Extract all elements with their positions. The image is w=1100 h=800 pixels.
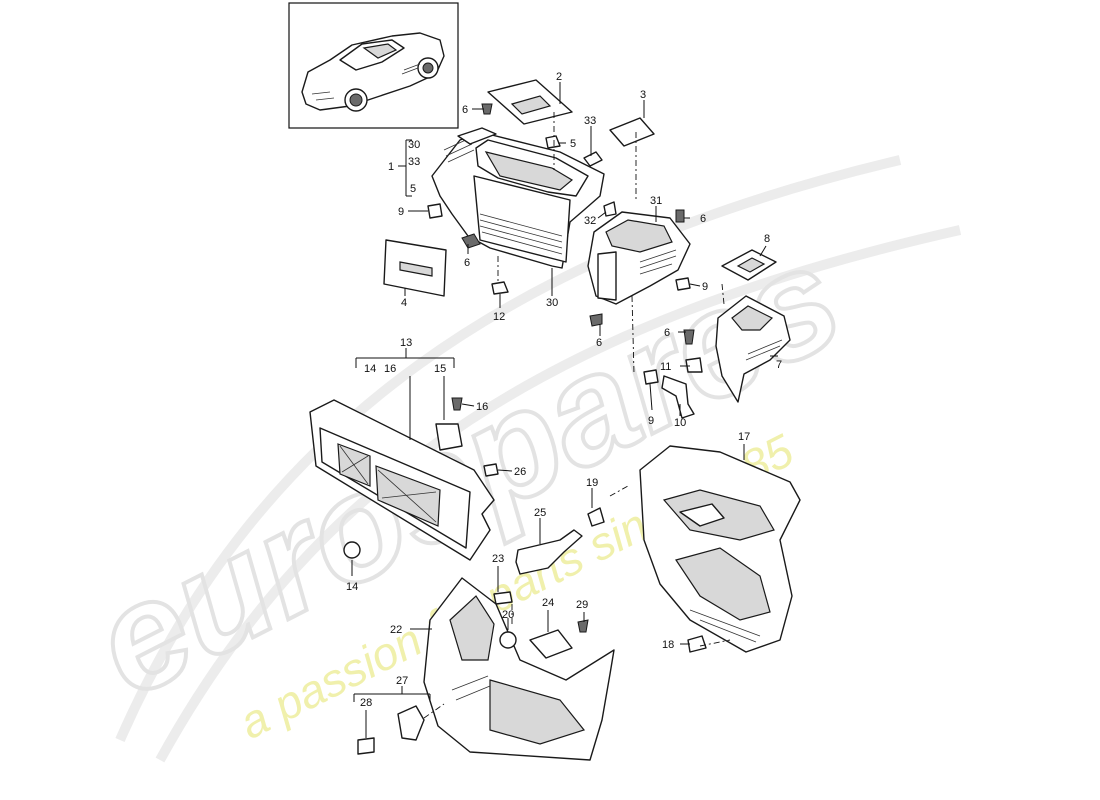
- car-illustration: [301, 32, 445, 112]
- callout-26: 26: [514, 466, 526, 478]
- callout-29: 29: [576, 599, 588, 611]
- bolt-23: [493, 591, 513, 605]
- cover-8-recess: [736, 257, 766, 273]
- module-24: [529, 629, 573, 659]
- clip-26: [483, 463, 499, 477]
- callout-18: 18: [662, 639, 674, 651]
- callout-9b: 9: [702, 281, 708, 293]
- bracket-10: [661, 375, 695, 419]
- floor-panel-13: [309, 399, 495, 561]
- clip-11: [685, 357, 703, 373]
- callout-10: 10: [674, 417, 686, 429]
- clip-9b: [675, 277, 691, 291]
- clip-9c: [643, 369, 659, 385]
- grommet-19: [587, 507, 605, 527]
- screw-6e: [683, 329, 695, 345]
- alignment-lines: [423, 112, 731, 719]
- callout-33a: 33: [584, 115, 596, 127]
- small-fasteners: [427, 103, 703, 385]
- callout-9a: 9: [398, 206, 404, 218]
- trim-module-31: [587, 211, 691, 305]
- screw-6c: [675, 209, 685, 223]
- cover-plate-3: [609, 117, 655, 147]
- callout-17: 17: [738, 431, 750, 443]
- knob-14: [343, 541, 361, 559]
- callout-1: 1: [388, 161, 394, 173]
- clip-32: [603, 201, 617, 217]
- callout-31: 31: [650, 195, 662, 207]
- callout-13: 13: [400, 337, 412, 349]
- screw-6b: [461, 233, 481, 249]
- callout-30a: 30: [408, 139, 420, 151]
- clip-33: [583, 151, 603, 167]
- callouts: 2 3 6 33 5 30 33 1 5 9 6 4 12 30 32 31 6…: [346, 71, 782, 709]
- screw-29: [577, 619, 589, 633]
- callout-23: 23: [492, 553, 504, 565]
- callout-4: 4: [401, 297, 407, 309]
- callout-16b: 16: [476, 401, 488, 413]
- latch-27: [397, 705, 425, 741]
- clip-5: [545, 135, 561, 149]
- callout-6b: 6: [464, 257, 470, 269]
- callout-9c: 9: [648, 415, 654, 427]
- callout-32: 32: [584, 215, 596, 227]
- block-15: [435, 423, 463, 451]
- strap-25: [515, 529, 583, 575]
- rear-trim-panel-30: [431, 127, 605, 269]
- cover-plate-2-recess: [510, 95, 552, 115]
- grommet-18: [687, 635, 707, 653]
- trim-piece-7: [715, 295, 791, 403]
- clip-28: [357, 737, 375, 755]
- callout-14b: 14: [346, 581, 358, 593]
- callout-20: 20: [502, 609, 514, 621]
- callout-30b: 30: [546, 297, 558, 309]
- callout-12: 12: [493, 311, 505, 323]
- callout-3: 3: [640, 89, 646, 101]
- screw-6a: [481, 103, 493, 115]
- callout-6e: 6: [664, 327, 670, 339]
- callout-2: 2: [556, 71, 562, 83]
- vehicle-thumbnail: [288, 2, 459, 129]
- callout-6a: 6: [462, 104, 468, 116]
- callout-14a: 14: [364, 363, 376, 375]
- screw-6d: [589, 313, 603, 327]
- callout-5b: 5: [410, 183, 416, 195]
- callout-33b: 33: [408, 156, 420, 168]
- callout-11: 11: [660, 361, 671, 373]
- panel-4: [383, 239, 447, 297]
- leader-lines: [351, 82, 778, 738]
- callout-7: 7: [776, 359, 782, 371]
- plug-20: [499, 631, 517, 649]
- watermark-swoosh-2: [155, 225, 962, 763]
- watermark-swoosh: [115, 155, 902, 743]
- callout-24: 24: [542, 597, 554, 609]
- trunk-liner-17: [639, 445, 801, 653]
- callout-19: 19: [586, 477, 598, 489]
- screw-16: [451, 397, 463, 411]
- callout-25: 25: [534, 507, 546, 519]
- callout-28: 28: [360, 697, 372, 709]
- callout-27: 27: [396, 675, 408, 687]
- callout-16a: 16: [384, 363, 396, 375]
- callout-15: 15: [434, 363, 446, 375]
- callout-8: 8: [764, 233, 770, 245]
- clip-12: [491, 281, 509, 295]
- clip-9a: [427, 203, 443, 219]
- callout-6d: 6: [596, 337, 602, 349]
- callout-5a: 5: [570, 138, 576, 150]
- callout-22: 22: [390, 624, 402, 636]
- callout-6c: 6: [700, 213, 706, 225]
